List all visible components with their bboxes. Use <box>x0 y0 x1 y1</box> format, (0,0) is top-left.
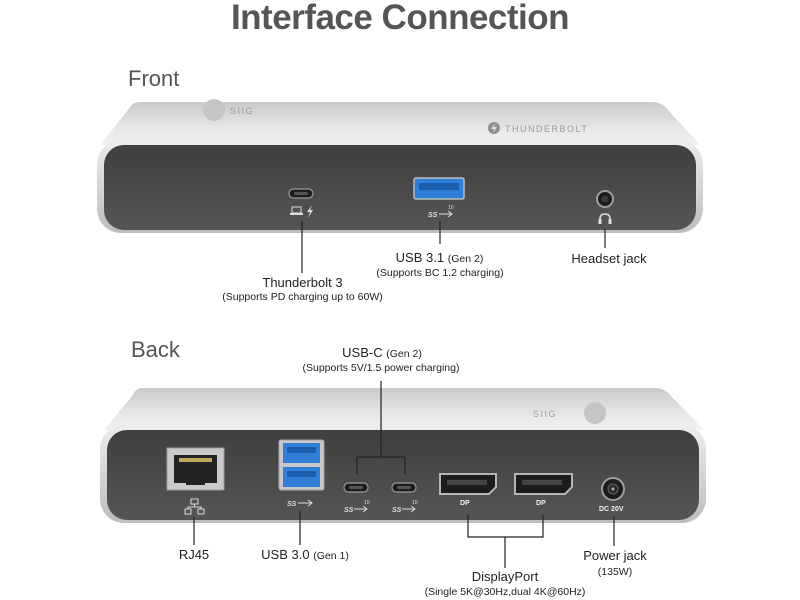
displayport-caption: DisplayPort <box>471 569 539 584</box>
back-usbc-port-1: SS 10 <box>343 482 370 514</box>
back-logo-text: SIIG <box>533 409 557 419</box>
headset-caption: Headset jack <box>571 251 647 266</box>
usb-trident-icon <box>439 210 453 218</box>
front-logo-circle <box>203 99 225 121</box>
usb31-note: (Supports BC 1.2 charging) <box>376 267 504 279</box>
front-usb31-port: SS 10 <box>413 177 465 219</box>
thunderbolt-brand-mark: THUNDERBOLT <box>488 122 588 134</box>
back-displayport-1: DP <box>439 473 497 507</box>
back-usb30-ports: SS <box>278 439 325 508</box>
back-rj45-port <box>166 447 225 515</box>
displayport-callout-bracket <box>467 515 544 568</box>
svg-text:SS: SS <box>344 507 354 514</box>
usb-trident-icon <box>298 499 313 507</box>
front-top-surface <box>100 102 700 145</box>
front-logo-text: SIIG <box>230 106 254 116</box>
svg-text:SS: SS <box>287 501 297 508</box>
power-caption: Power jack <box>583 548 647 563</box>
back-usbc-port-2: SS 10 <box>391 482 418 514</box>
back-top-surface <box>104 388 704 430</box>
network-icon <box>184 498 205 515</box>
svg-text:DP: DP <box>536 500 546 507</box>
headset-icon <box>599 213 611 224</box>
usbc-callout-bracket <box>356 381 406 474</box>
superspeed-logo: SS <box>428 212 438 219</box>
back-label: Back <box>131 337 180 362</box>
page-title: Interface Connection <box>230 0 570 37</box>
usbc-caption: USB-C (Gen 2) <box>342 345 422 360</box>
back-logo-circle <box>584 402 606 424</box>
bolt-icon <box>307 205 313 218</box>
thunderbolt-brand-text: THUNDERBOLT <box>505 124 588 134</box>
power-note: (135W) <box>597 566 633 578</box>
thunderbolt-note: (Supports PD charging up to 60W) <box>222 291 383 303</box>
thunderbolt-caption: Thunderbolt 3 <box>262 275 343 290</box>
rj45-caption: RJ45 <box>178 547 210 562</box>
front-label: Front <box>128 66 180 91</box>
back-displayport-2: DP <box>514 473 573 507</box>
front-face <box>104 145 696 230</box>
usb31-caption: USB 3.1 (Gen 2) <box>395 250 484 265</box>
back-power-jack: DC 20V <box>599 477 625 513</box>
svg-text:DP: DP <box>460 500 470 507</box>
svg-text:10: 10 <box>448 205 454 211</box>
front-headset-port <box>596 190 614 224</box>
svg-text:DC 20V: DC 20V <box>599 506 624 513</box>
svg-text:10: 10 <box>412 500 418 506</box>
usb30-caption: USB 3.0 (Gen 1) <box>261 547 349 562</box>
displayport-note: (Single 5K@30Hz,dual 4K@60Hz) <box>424 586 586 598</box>
svg-text:10: 10 <box>364 500 370 506</box>
svg-text:SS: SS <box>392 507 402 514</box>
back-face <box>107 430 699 520</box>
usbc-note: (Supports 5V/1.5 power charging) <box>302 362 460 374</box>
front-thunderbolt-port <box>288 188 314 218</box>
